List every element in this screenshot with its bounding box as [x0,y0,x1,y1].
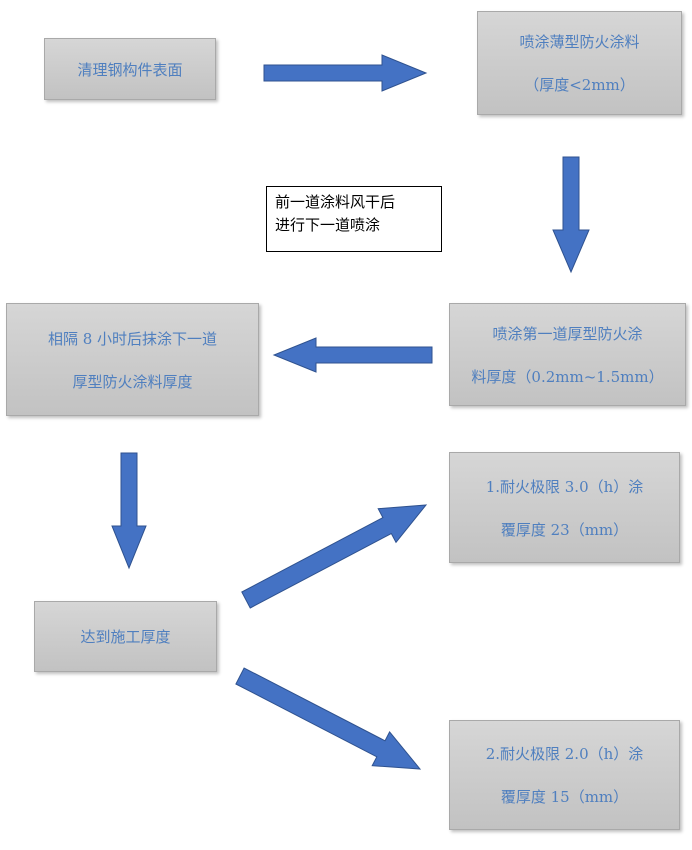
step-reach-line-1: 达到施工厚度 [80,628,171,646]
result-limit-2-line-2: 覆厚度 15（mm） [500,788,629,806]
result-limit-3-line-2: 覆厚度 23（mm） [500,520,629,539]
note-dry-before-next: 前一道涂料风干后 进行下一道喷涂 [266,186,442,252]
step-first-thick-line-2: 料厚度（0.2mm~1.5mm） [471,367,664,386]
note-line-2: 进行下一道喷涂 [275,216,381,234]
result-fire-limit-3: 1.耐火极限 3.0（h）涂 覆厚度 23（mm） [449,452,680,563]
step-clean-surface: 清理钢构件表面 [44,38,216,100]
note-line-1: 前一道涂料风干后 [275,193,396,211]
step-interval-next-coat: 相隔 8 小时后抹涂下一道 厚型防火涂料厚度 [6,303,259,416]
step-first-thick-line-1: 喷涂第一道厚型防火涂 [492,324,643,343]
step-spray-thin-coating: 喷涂薄型防火涂料 （厚度<2mm） [477,11,682,115]
result-limit-3-line-1: 1.耐火极限 3.0（h）涂 [485,477,644,496]
step-reach-thickness: 达到施工厚度 [34,601,217,672]
arrow-reach-to-limit-3 [241,504,428,609]
step-thin-line-1: 喷涂薄型防火涂料 [519,33,640,51]
arrow-clean-to-thin [263,54,428,92]
step-clean-line-1: 清理钢构件表面 [77,60,183,79]
result-fire-limit-2: 2.耐火极限 2.0（h）涂 覆厚度 15（mm） [449,720,680,830]
arrow-thin-to-first-thick [552,156,590,274]
arrow-first-thick-to-interval [272,337,433,373]
step-interval-line-1: 相隔 8 小时后抹涂下一道 [47,329,218,348]
step-first-thick-coating: 喷涂第一道厚型防火涂 料厚度（0.2mm~1.5mm） [449,303,686,406]
arrow-interval-to-reach [111,452,147,570]
step-interval-line-2: 厚型防火涂料厚度 [72,372,193,391]
result-limit-2-line-1: 2.耐火极限 2.0（h）涂 [485,745,644,763]
arrow-reach-to-limit-2 [235,667,422,770]
step-thin-line-2: （厚度<2mm） [524,76,635,94]
